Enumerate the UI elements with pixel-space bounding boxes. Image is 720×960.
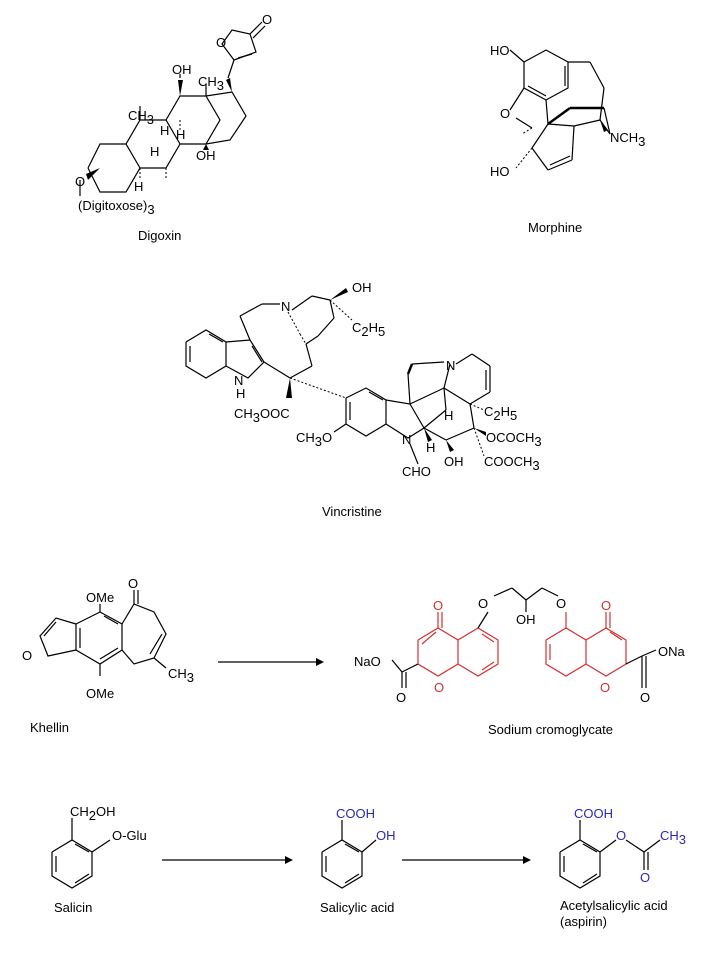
salicin-oglu: O-Glu (112, 828, 147, 843)
digoxin-h-2: H (176, 127, 185, 142)
vincristine-structure: OH C2H5 N N H CH3OOC CH3O N H C2H5 N CHO… (185, 280, 542, 519)
cromoglycate-oh: OH (516, 612, 536, 627)
cromoglycate-o-left-ketone: O (433, 598, 443, 613)
vincristine-c2h5-a: C2H5 (352, 320, 385, 339)
cromoglycate-o-right-ether: O (556, 596, 566, 611)
vincristine-nh-h: H (236, 386, 245, 401)
digoxin-o: O (75, 174, 85, 189)
cromoglycate-structure: O O OH O O NaO O O ONa O O Sodium cromog… (354, 587, 686, 737)
vincristine-ococh3: OCOCH3 (486, 430, 542, 449)
aspirin-name-line2: (aspirin) (560, 914, 607, 929)
salicylic-acid-structure: COOH OH Salicylic acid (320, 806, 396, 915)
morphine-ho-bottom: HO (490, 164, 510, 179)
digoxin-oh-top: OH (172, 62, 192, 77)
khellin-ome-top: OMe (86, 590, 114, 605)
vincristine-ch3oocc: CH3OOC (234, 406, 290, 425)
digoxin-sugar: (Digitoxose)3 (78, 198, 155, 217)
vincristine-nh-n: N (234, 373, 243, 388)
vincristine-name: Vincristine (322, 504, 382, 519)
aspirin-ch3: CH3 (660, 828, 686, 847)
cromoglycate-name: Sodium cromoglycate (488, 722, 613, 737)
khellin-o-ketone: O (128, 576, 138, 591)
khellin-ch3: CH3 (168, 666, 194, 685)
khellin-structure: OMe O O CH3 OMe Khellin (22, 576, 194, 735)
digoxin-ch3-a: CH3 (198, 74, 224, 93)
morphine-o-bridge: O (500, 106, 510, 121)
vincristine-ch3o: CH3O (296, 430, 332, 449)
salicin-ch2oh: CH2OH (70, 804, 116, 823)
digoxin-o-ring: O (216, 35, 226, 50)
aspirin-cooh: COOH (574, 806, 613, 821)
cromoglycate-o-left-ring: O (434, 680, 444, 695)
salicylic-cooh: COOH (336, 806, 375, 821)
khellin-name: Khellin (30, 720, 69, 735)
morphine-nch3: NCH3 (610, 130, 645, 149)
reaction-arrowhead-salicylic (523, 856, 531, 864)
khellin-o-furan: O (22, 648, 32, 663)
salicylic-oh: OH (376, 828, 396, 843)
digoxin-o-carbonyl: O (262, 12, 272, 27)
cromoglycate-o-right-carbonyl: O (640, 690, 650, 705)
cromoglycate-o-left-ether: O (478, 596, 488, 611)
vincristine-n-right: N (446, 358, 455, 373)
vincristine-h-ring: H (444, 408, 453, 423)
khellin-ome-bottom: OMe (86, 686, 114, 701)
vincristine-oh: OH (352, 280, 372, 295)
vincristine-oh-low: OH (444, 454, 464, 469)
aspirin-structure: COOH O CH3 O Acetylsalicylic acid (aspir… (559, 806, 686, 929)
digoxin-name: Digoxin (138, 228, 181, 243)
vincristine-n-top: N (281, 299, 290, 314)
aspirin-o-ester: O (616, 828, 626, 843)
salicin-name: Salicin (54, 900, 92, 915)
digoxin-h-1: H (160, 123, 169, 138)
aspirin-name-line1: Acetylsalicylic acid (560, 898, 668, 913)
cromoglycate-o-left-carbonyl: O (396, 690, 406, 705)
cromoglycate-nao: NaO (354, 654, 381, 669)
morphine-structure: HO O HO NCH3 Morphine (490, 43, 645, 235)
cromoglycate-ona: ONa (658, 644, 686, 659)
morphine-ho-top: HO (490, 43, 510, 58)
vincristine-h-low: H (426, 440, 435, 455)
morphine-name: Morphine (528, 220, 582, 235)
digoxin-h-3: H (150, 144, 159, 159)
vincristine-c2h5-b: C2H5 (484, 404, 517, 423)
salicylic-name: Salicylic acid (320, 900, 394, 915)
vincristine-cooch3: COOCH3 (484, 454, 540, 473)
vincristine-n-cho: N (402, 432, 411, 447)
salicin-structure: CH2OH O-Glu Salicin (51, 804, 147, 915)
cromoglycate-o-right-ring: O (600, 680, 610, 695)
digoxin-oh-bottom: OH (196, 148, 216, 163)
reaction-arrowhead-khellin (316, 658, 324, 666)
digoxin-structure: OH CH3 CH3 H H H H OH O O O (Digitoxose)… (75, 12, 272, 243)
aspirin-o-carbonyl: O (640, 870, 650, 885)
digoxin-h-4: H (134, 179, 143, 194)
vincristine-cho: CHO (402, 464, 431, 479)
reaction-arrowhead-salicin (285, 856, 293, 864)
cromoglycate-o-right-ketone: O (601, 598, 611, 613)
digoxin-ch3-b: CH3 (128, 108, 154, 127)
